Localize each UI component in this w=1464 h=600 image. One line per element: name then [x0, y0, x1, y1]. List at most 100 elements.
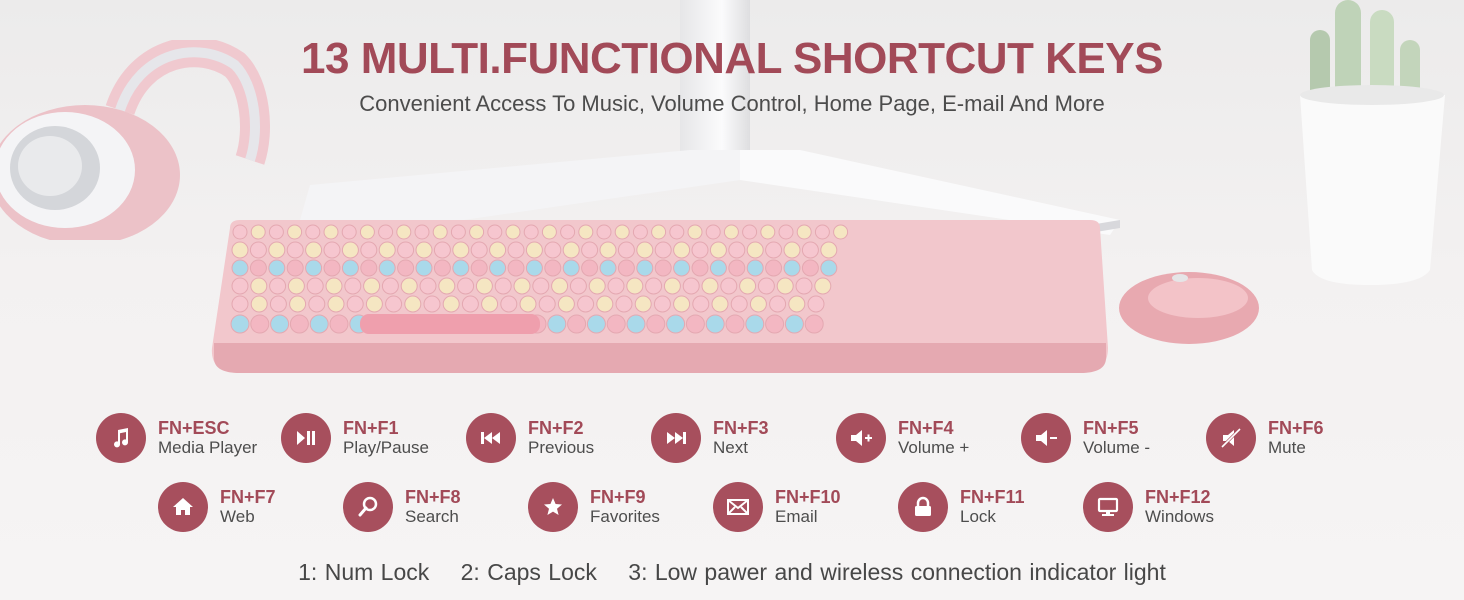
play-pause-icon — [281, 413, 331, 463]
previous-track-icon — [466, 413, 516, 463]
keycap — [378, 224, 394, 240]
keycap — [778, 224, 794, 240]
keycap — [820, 259, 838, 277]
keycap — [415, 241, 433, 259]
keycap — [541, 224, 557, 240]
keycap — [776, 277, 794, 295]
keycap — [765, 259, 783, 277]
keycap — [560, 224, 576, 240]
keycap — [720, 277, 738, 295]
shortcut-key: FN+F6 — [1268, 418, 1324, 438]
keycap — [666, 314, 686, 334]
keycap — [249, 259, 267, 277]
keycap — [757, 277, 775, 295]
keycap — [487, 224, 503, 240]
keycap — [765, 314, 785, 334]
keycap — [614, 224, 630, 240]
keycap — [569, 277, 587, 295]
shortcut-label: Previous — [528, 438, 595, 457]
home-icon — [158, 482, 208, 532]
keycap — [653, 295, 671, 313]
keycap — [323, 241, 341, 259]
keycap — [519, 295, 537, 313]
keycap — [360, 259, 378, 277]
email-icon — [713, 482, 763, 532]
keycap — [705, 314, 725, 334]
mute-icon — [1206, 413, 1256, 463]
search-icon — [343, 482, 393, 532]
keycap — [581, 259, 599, 277]
keycap — [581, 241, 599, 259]
headphones-image — [0, 40, 270, 240]
shortcut-key: FN+F10 — [775, 487, 841, 507]
keycap — [742, 224, 758, 240]
keycap — [327, 295, 345, 313]
keycap — [538, 295, 556, 313]
keycap — [452, 259, 470, 277]
shortcut-label: Mute — [1268, 438, 1306, 457]
keycap — [365, 295, 383, 313]
keycap — [783, 259, 801, 277]
keycap — [287, 224, 303, 240]
keycap — [363, 277, 381, 295]
computer-icon — [1083, 482, 1133, 532]
keycap — [500, 295, 518, 313]
keycap — [705, 224, 721, 240]
keycap — [814, 277, 832, 295]
shortcut-key: FN+F3 — [713, 418, 769, 438]
keycap — [378, 259, 396, 277]
keycap — [325, 277, 343, 295]
keycap — [469, 224, 485, 240]
keycap — [636, 259, 654, 277]
shortcut-label: Email — [775, 507, 818, 526]
keycap — [544, 241, 562, 259]
keycap — [596, 224, 612, 240]
keycap — [796, 224, 812, 240]
keycap — [651, 224, 667, 240]
keycap — [378, 241, 396, 259]
shortcut-key: FN+F12 — [1145, 487, 1211, 507]
keycap — [691, 259, 709, 277]
keycap — [452, 241, 470, 259]
keycap — [423, 295, 441, 313]
keycap — [617, 259, 635, 277]
keycap — [268, 241, 286, 259]
keycap — [433, 241, 451, 259]
keycap — [309, 314, 329, 334]
keycap — [400, 277, 418, 295]
keycap — [577, 295, 595, 313]
keycap — [438, 277, 456, 295]
keycap — [329, 314, 349, 334]
mouse-image — [1119, 272, 1259, 344]
keycap — [807, 295, 825, 313]
keycap — [450, 224, 466, 240]
keycap — [626, 314, 646, 334]
keycap — [544, 259, 562, 277]
keycap — [470, 241, 488, 259]
shortcut-key: FN+F1 — [343, 418, 399, 438]
keyboard-keys — [230, 224, 849, 334]
keycap — [442, 295, 460, 313]
shortcut-key: FN+F7 — [220, 487, 276, 507]
keycap — [784, 314, 804, 334]
keycap — [414, 224, 430, 240]
keycap — [359, 224, 375, 240]
keycap — [404, 295, 422, 313]
